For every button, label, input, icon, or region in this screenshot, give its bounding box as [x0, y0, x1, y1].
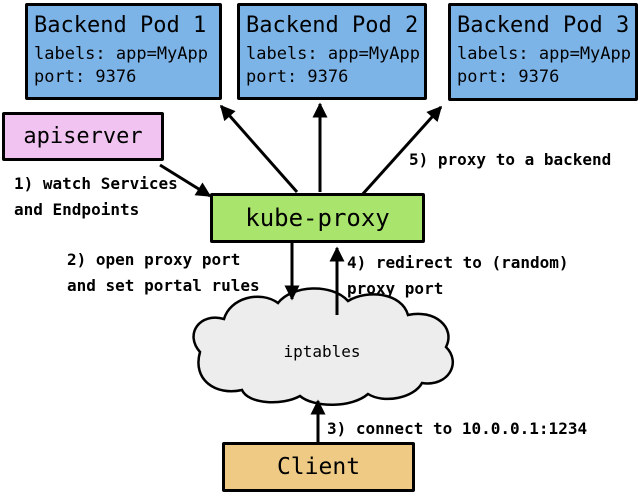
client-label: Client: [276, 454, 361, 480]
arrow-kube-proxy-to-pod-1: [219, 104, 299, 193]
backend-pod-1-labels: labels: app=MyApp: [34, 44, 208, 64]
backend-pod-1-box: Backend Pod 1 labels: app=MyApp port: 93…: [25, 3, 222, 100]
backend-pod-2-box: Backend Pod 2 labels: app=MyApp port: 93…: [237, 3, 427, 100]
backend-pod-3-port: port: 9376: [457, 67, 560, 87]
backend-pod-3-title: Backend Pod 3: [457, 13, 630, 38]
backend-pod-2-labels: labels: app=MyApp: [246, 44, 420, 64]
client-box: Client: [222, 442, 415, 492]
backend-pod-3-box: Backend Pod 3 labels: app=MyApp port: 93…: [448, 3, 638, 101]
backend-pod-2-title: Backend Pod 2: [246, 13, 419, 38]
kube-proxy-box: kube-proxy: [210, 193, 425, 243]
backend-pod-1-port: port: 9376: [34, 67, 137, 87]
apiserver-box: apiserver: [2, 112, 164, 161]
apiserver-label: apiserver: [23, 124, 143, 149]
backend-pod-3-labels: labels: app=MyApp: [457, 44, 631, 64]
step-3-label: 3) connect to 10.0.0.1:1234: [327, 419, 588, 438]
arrow-kube-proxy-to-pod-3: [359, 105, 443, 198]
backend-pod-1-title: Backend Pod 1: [34, 13, 207, 38]
kube-proxy-label: kube-proxy: [245, 204, 390, 232]
step-1-label: 1) watch Services and Endpoints: [14, 174, 178, 219]
step-4-label: 4) redirect to (random) proxy port: [347, 253, 569, 298]
arrow-apiserver-to-kube-proxy: [159, 163, 212, 198]
iptables-label: iptables: [283, 342, 361, 361]
iptables-cloud: [192, 287, 454, 406]
step-5-label: 5) proxy to a backend: [409, 150, 612, 169]
step-2-label: 2) open proxy port and set portal rules: [67, 250, 260, 295]
backend-pod-2-port: port: 9376: [246, 67, 349, 87]
